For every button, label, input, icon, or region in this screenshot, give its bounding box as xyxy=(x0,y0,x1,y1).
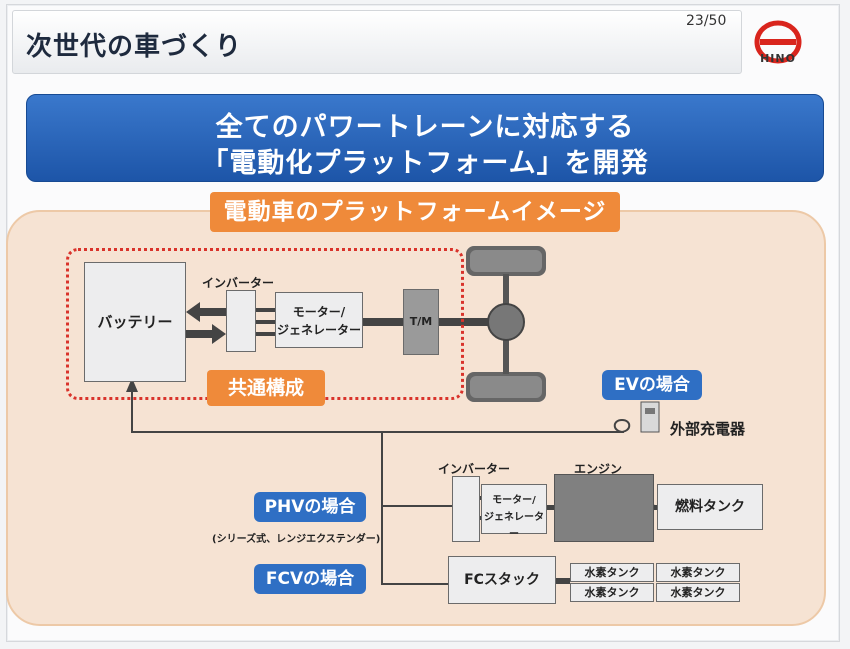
banner-line-2: 「電動化プラットフォーム」を開発 xyxy=(201,148,649,179)
common-label: 共通構成 xyxy=(207,370,325,406)
motor-line-1: モーター/ xyxy=(292,305,346,319)
transmission-box: T/M xyxy=(403,289,439,355)
page-number: 23/50 xyxy=(686,13,727,29)
platform-label: 電動車のプラットフォームイメージ xyxy=(210,192,620,232)
phv-motor-line-2: ジェネレーター xyxy=(484,512,544,540)
arrow-left-icon xyxy=(186,302,226,322)
phv-motor-generator-box: モーター/ ジェネレーター xyxy=(481,484,547,540)
fc-stack-box: FCスタック xyxy=(448,556,556,604)
headline-banner: 全てのパワートレーンに対応する 「電動化プラットフォーム」を開発 xyxy=(26,94,824,182)
phv-subtitle: (シリーズ式、レンジエクステンダー) xyxy=(212,534,381,545)
engine-label: エンジン xyxy=(574,462,623,476)
page-title: 次世代の車づくり xyxy=(26,32,243,62)
inverter-box xyxy=(226,290,256,352)
hydrogen-tank-box: 水素タンク xyxy=(656,583,740,602)
fcv-badge: FCVの場合 xyxy=(254,564,366,594)
banner-line-1: 全てのパワートレーンに対応する xyxy=(215,112,635,143)
phv-motor-line-1: モーター/ xyxy=(492,495,536,506)
charger-cable xyxy=(613,418,631,433)
fuel-tank-box: 燃料タンク xyxy=(657,484,763,530)
ev-badge: EVの場合 xyxy=(602,370,702,400)
motor-generator-box: モーター/ ジェネレーター xyxy=(275,292,363,348)
rear-wheel-tread xyxy=(470,376,542,398)
arrow-up-icon xyxy=(126,378,138,392)
front-wheel-tread xyxy=(470,250,542,272)
phv-inverter-label: インバーター xyxy=(438,462,511,476)
engine-box xyxy=(554,474,654,542)
hydrogen-tank-box: 水素タンク xyxy=(656,563,740,582)
hydrogen-tank-box: 水素タンク xyxy=(570,583,654,602)
hydrogen-tank-box: 水素タンク xyxy=(570,563,654,582)
logo-text: HINO xyxy=(760,52,796,65)
inv-motor-link-2 xyxy=(254,320,275,324)
inverter-label: インバーター xyxy=(202,276,275,290)
inv-motor-link-3 xyxy=(254,332,275,336)
charger-label: 外部充電器 xyxy=(670,420,746,438)
motor-tm-shaft xyxy=(363,318,403,326)
title-bar xyxy=(12,10,742,74)
inv-motor-link-1 xyxy=(254,308,275,312)
branch-line-fcv xyxy=(381,432,448,585)
phv-badge: PHVの場合 xyxy=(254,492,366,522)
phv-inverter-box xyxy=(452,476,480,542)
differential-icon xyxy=(487,303,525,341)
hino-logo-icon xyxy=(754,20,802,64)
battery-box: バッテリー xyxy=(84,262,186,382)
arrow-right-icon xyxy=(186,324,226,344)
motor-line-2: ジェネレーター xyxy=(276,323,361,337)
charger-icon xyxy=(640,401,660,433)
